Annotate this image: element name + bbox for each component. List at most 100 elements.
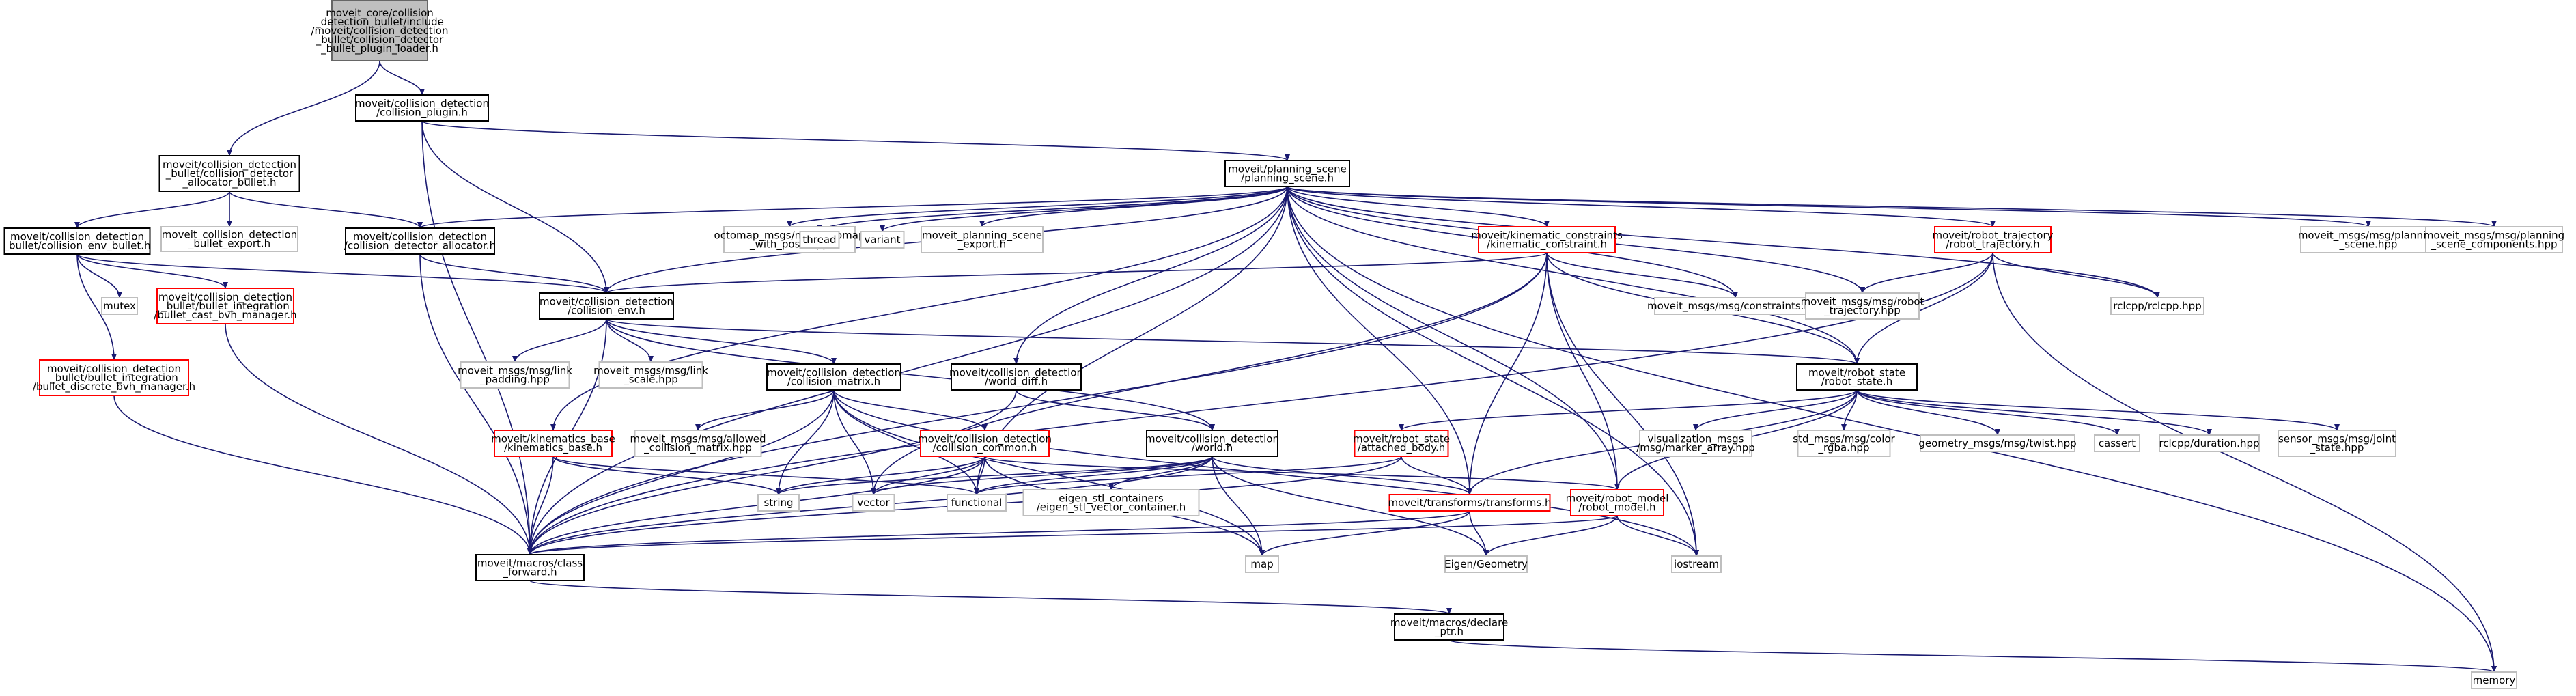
- dependency-edge: [1992, 252, 2497, 673]
- graph-node-detector-alloc[interactable]: moveit/collision_detection/collision_det…: [344, 227, 496, 255]
- graph-node-world-diff[interactable]: moveit/collision_detection/world_diff.h: [949, 363, 1083, 391]
- graph-node-octomap: octomap_msgs/msg/octomap_with_pose.hpp: [714, 226, 865, 253]
- node-label-line: moveit_msgs/msg/planning: [2298, 229, 2439, 242]
- graph-node-kin-constraint[interactable]: moveit/kinematic_constraints/kinematic_c…: [1471, 226, 1623, 253]
- dependency-edge: [1013, 186, 1288, 365]
- node-box: [331, 0, 428, 61]
- node-box: [1388, 494, 1551, 512]
- node-label-line: _bullet/collision_detector: [316, 33, 444, 46]
- node-label-line: /collision_plugin.h: [376, 107, 468, 120]
- node-label-line: _bullet/bullet_integration: [160, 300, 289, 313]
- node-label-line: _bullet/collision_env_bullet.h: [3, 240, 151, 253]
- node-box: [757, 494, 800, 512]
- graph-node-map: map: [1245, 555, 1279, 573]
- graph-node-collision-matrix[interactable]: moveit/collision_detection/collision_mat…: [766, 363, 901, 391]
- dependency-edge: [527, 252, 1548, 555]
- node-box: [1570, 489, 1664, 516]
- graph-node-iostream: iostream: [1671, 555, 1722, 573]
- dependency-edge: [74, 191, 230, 229]
- node-label-line: /robot_model.h: [1578, 501, 1655, 514]
- dependency-edge: [76, 253, 117, 361]
- graph-node-attached-body[interactable]: moveit/robot_state/attached_body.h: [1353, 430, 1450, 457]
- graph-node-root[interactable]: moveit_core/collision_detection_bullet/i…: [311, 0, 449, 61]
- dependency-edge: [527, 515, 1618, 555]
- dependency-edge: [113, 395, 533, 555]
- node-label-line: _state.hpp: [2310, 442, 2364, 455]
- graph-node-link-scale: moveit_msgs/msg/link_scale.hpp: [593, 361, 708, 389]
- node-label-line: vector: [857, 497, 890, 509]
- dependency-edge: [1212, 456, 1265, 557]
- node-box: [2110, 297, 2204, 315]
- graph-node-env-bullet[interactable]: moveit/collision_detection_bullet/collis…: [3, 227, 151, 255]
- dependency-edge: [419, 253, 533, 555]
- node-label-line: moveit/kinematics_base: [491, 433, 615, 446]
- dependency-edge: [421, 120, 533, 555]
- node-label-line: moveit/robot_state: [1808, 367, 1905, 380]
- node-label-line: /robot_trajectory.h: [1946, 238, 2039, 251]
- node-label-line: std_msgs/msg/color: [1793, 433, 1895, 446]
- node-label-line: moveit/macros/class: [477, 557, 583, 570]
- dependency-edge: [871, 456, 1213, 495]
- dependency-edge: [417, 186, 1288, 229]
- node-label-line: _bullet/bullet_integration: [49, 372, 178, 385]
- node-label-line: map: [1250, 558, 1273, 570]
- node-label-line: eigen_stl_containers: [1059, 492, 1164, 505]
- node-label-line: /world_diff.h: [985, 376, 1048, 389]
- graph-node-collision-common[interactable]: moveit/collision_detection/collision_com…: [918, 430, 1052, 457]
- graph-node-planning-scene[interactable]: moveit/planning_scene/planning_scene.h: [1224, 160, 1350, 187]
- dependency-edge: [833, 389, 1699, 557]
- graph-node-robot-model[interactable]: moveit/robot_model/robot_model.h: [1566, 489, 1669, 516]
- graph-node-twist: geometry_msgs/msg/twist.hpp: [1918, 434, 2077, 452]
- dependency-edge: [552, 456, 979, 495]
- graph-node-cast-bvh[interactable]: moveit/collision_detection_bullet/bullet…: [154, 288, 297, 324]
- graph-node-plugin[interactable]: moveit/collision_detection/collision_plu…: [355, 94, 489, 122]
- dependency-edge: [1546, 252, 1699, 557]
- node-label-line: moveit/collision_detection: [158, 291, 292, 304]
- dependency-edge: [1856, 389, 2120, 436]
- node-box: [2425, 226, 2563, 253]
- graph-node-world[interactable]: moveit/collision_detection/world.h: [1145, 430, 1279, 457]
- node-box: [921, 226, 1044, 253]
- graph-node-discrete-bvh[interactable]: moveit/collision_detection_bullet/bullet…: [33, 359, 195, 396]
- dependency-edge: [1287, 186, 2160, 298]
- dependency-edge: [1841, 389, 1858, 431]
- dependency-edge: [1467, 252, 1548, 495]
- node-box: [160, 226, 298, 252]
- graph-node-transforms[interactable]: moveit/transforms/transforms.h: [1388, 494, 1552, 512]
- node-label-line: _ptr.h: [1434, 626, 1464, 639]
- node-label-line: string: [764, 497, 793, 509]
- dependency-edge: [1016, 389, 1215, 431]
- node-label-line: _rgba.hpp: [1818, 442, 1870, 455]
- graph-node-rt-msg: moveit_msgs/msg/robot_trajectory.hpp: [1801, 292, 1924, 320]
- node-box: [158, 155, 300, 192]
- graph-node-alloc-bullet[interactable]: moveit/collision_detection_bullet/collis…: [158, 155, 300, 192]
- node-label-line: /collision_common.h: [933, 442, 1037, 455]
- dependency-edge: [76, 253, 122, 298]
- graph-node-class-forward[interactable]: moveit/macros/class_forward.h: [475, 554, 585, 581]
- dependency-edge: [1992, 252, 2160, 298]
- dependency-edge: [776, 389, 835, 495]
- node-label-line: /eigen_stl_vector_container.h: [1037, 501, 1186, 514]
- graph-node-allowed-cm: moveit_msgs/msg/allowed_collision_matrix…: [630, 430, 766, 457]
- node-label-line: /collision_matrix.h: [787, 376, 880, 389]
- node-box: [2471, 671, 2517, 689]
- graph-node-ps-export: moveit_planning_scene_export.h: [921, 226, 1044, 253]
- node-label-line: moveit_msgs/msg/link: [458, 365, 572, 378]
- graph-node-joint-state: sensor_msgs/msg/joint_state.hpp: [2278, 430, 2396, 457]
- node-label-line: moveit/collision_detection: [10, 231, 144, 244]
- dependency-edge: [1856, 389, 2212, 436]
- node-box: [494, 430, 613, 457]
- node-label-line: geometry_msgs/msg/twist.hpp: [1918, 437, 2076, 450]
- node-box: [1654, 297, 1817, 315]
- dependency-edge: [419, 253, 609, 294]
- graph-node-robot-state[interactable]: moveit/robot_state/robot_state.h: [1796, 363, 1918, 391]
- dependency-edge: [1287, 186, 1620, 490]
- graph-node-declare-ptr[interactable]: moveit/macros/declare_ptr.h: [1390, 613, 1508, 641]
- graph-node-kin-base[interactable]: moveit/kinematics_base/kinematics_base.h: [491, 430, 615, 457]
- node-box: [598, 361, 703, 389]
- dependency-edge: [550, 186, 1288, 431]
- dependency-edge: [1546, 252, 1738, 298]
- graph-node-collision-env[interactable]: moveit/collision_detection/collision_env…: [539, 292, 674, 320]
- graph-node-variant: variant: [860, 231, 905, 249]
- graph-node-robot-traj[interactable]: moveit/robot_trajectory/robot_trajectory…: [1932, 226, 2054, 253]
